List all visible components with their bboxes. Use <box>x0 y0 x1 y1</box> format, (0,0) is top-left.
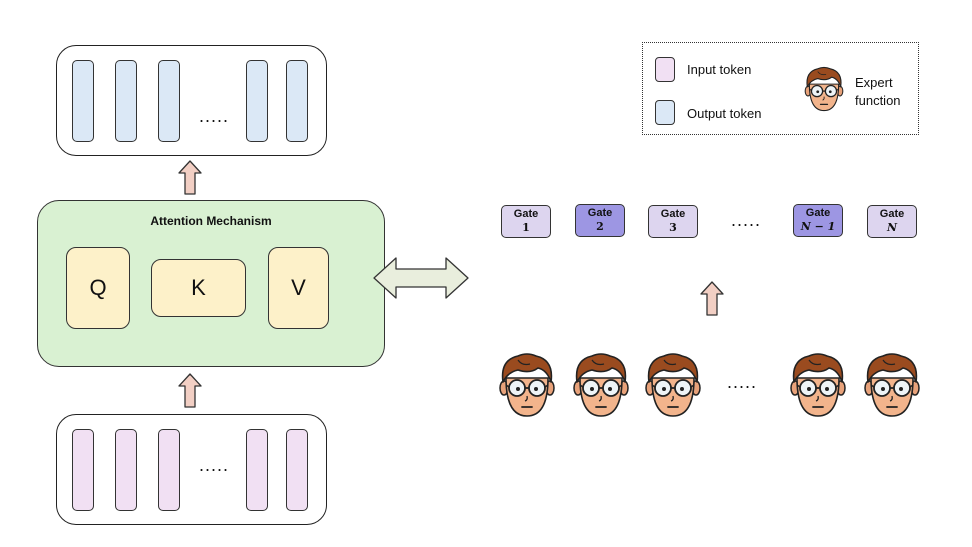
key-box: K <box>151 259 246 317</box>
gate-index: N − 1 <box>800 220 836 233</box>
value-box: V <box>268 247 329 329</box>
gate-index: 1 <box>522 221 530 234</box>
gate-label: Gate <box>805 207 831 219</box>
expert-face-icon <box>645 353 701 417</box>
output-token-ellipsis: ..... <box>199 106 230 126</box>
input-token <box>286 429 308 511</box>
expert-face-icon <box>573 353 629 417</box>
up-arrow-icon <box>178 160 202 195</box>
gate-box: Gate 1 <box>501 205 551 238</box>
output-token <box>72 60 94 142</box>
gate-index: 2 <box>596 220 604 233</box>
gate-label: Gate <box>660 208 686 220</box>
gate-label: Gate <box>879 208 905 220</box>
input-token <box>246 429 268 511</box>
legend-output-swatch <box>655 100 675 125</box>
attention-title: Attention Mechanism <box>150 214 272 228</box>
query-box: Q <box>66 247 130 329</box>
up-arrow-icon <box>178 373 202 408</box>
experts-ellipsis: ..... <box>727 372 758 392</box>
gate-box: Gate 2 <box>575 204 625 237</box>
double-arrow-icon <box>373 257 469 299</box>
output-token-container: ..... <box>56 45 327 156</box>
legend: Input token Output token Expert function <box>642 42 919 135</box>
legend-input-swatch <box>655 57 675 82</box>
gate-index: N <box>886 221 898 234</box>
gates-ellipsis: ..... <box>731 210 762 230</box>
output-token <box>246 60 268 142</box>
up-arrow-icon <box>700 281 724 316</box>
input-token-ellipsis: ..... <box>199 455 230 475</box>
gate-label: Gate <box>587 207 613 219</box>
gate-box: Gate 3 <box>648 205 698 238</box>
expert-face-icon <box>499 353 555 417</box>
output-token <box>286 60 308 142</box>
gate-label: Gate <box>513 208 539 220</box>
expert-face-icon <box>790 353 846 417</box>
input-token <box>158 429 180 511</box>
output-token <box>115 60 137 142</box>
gate-box: Gate N <box>867 205 917 238</box>
expert-face-icon <box>804 66 844 112</box>
legend-output-label: Output token <box>687 106 762 121</box>
gate-box: Gate N − 1 <box>793 204 843 237</box>
input-token <box>72 429 94 511</box>
expert-face-icon <box>864 353 920 417</box>
output-token <box>158 60 180 142</box>
input-token <box>115 429 137 511</box>
input-token-container: ..... <box>56 414 327 525</box>
attention-mechanism-box: Attention Mechanism Q K V <box>37 200 385 367</box>
legend-expert-label-line2: function <box>855 93 901 108</box>
gate-index: 3 <box>669 221 677 234</box>
legend-expert-label-line1: Expert <box>855 75 893 90</box>
legend-input-label: Input token <box>687 62 752 77</box>
